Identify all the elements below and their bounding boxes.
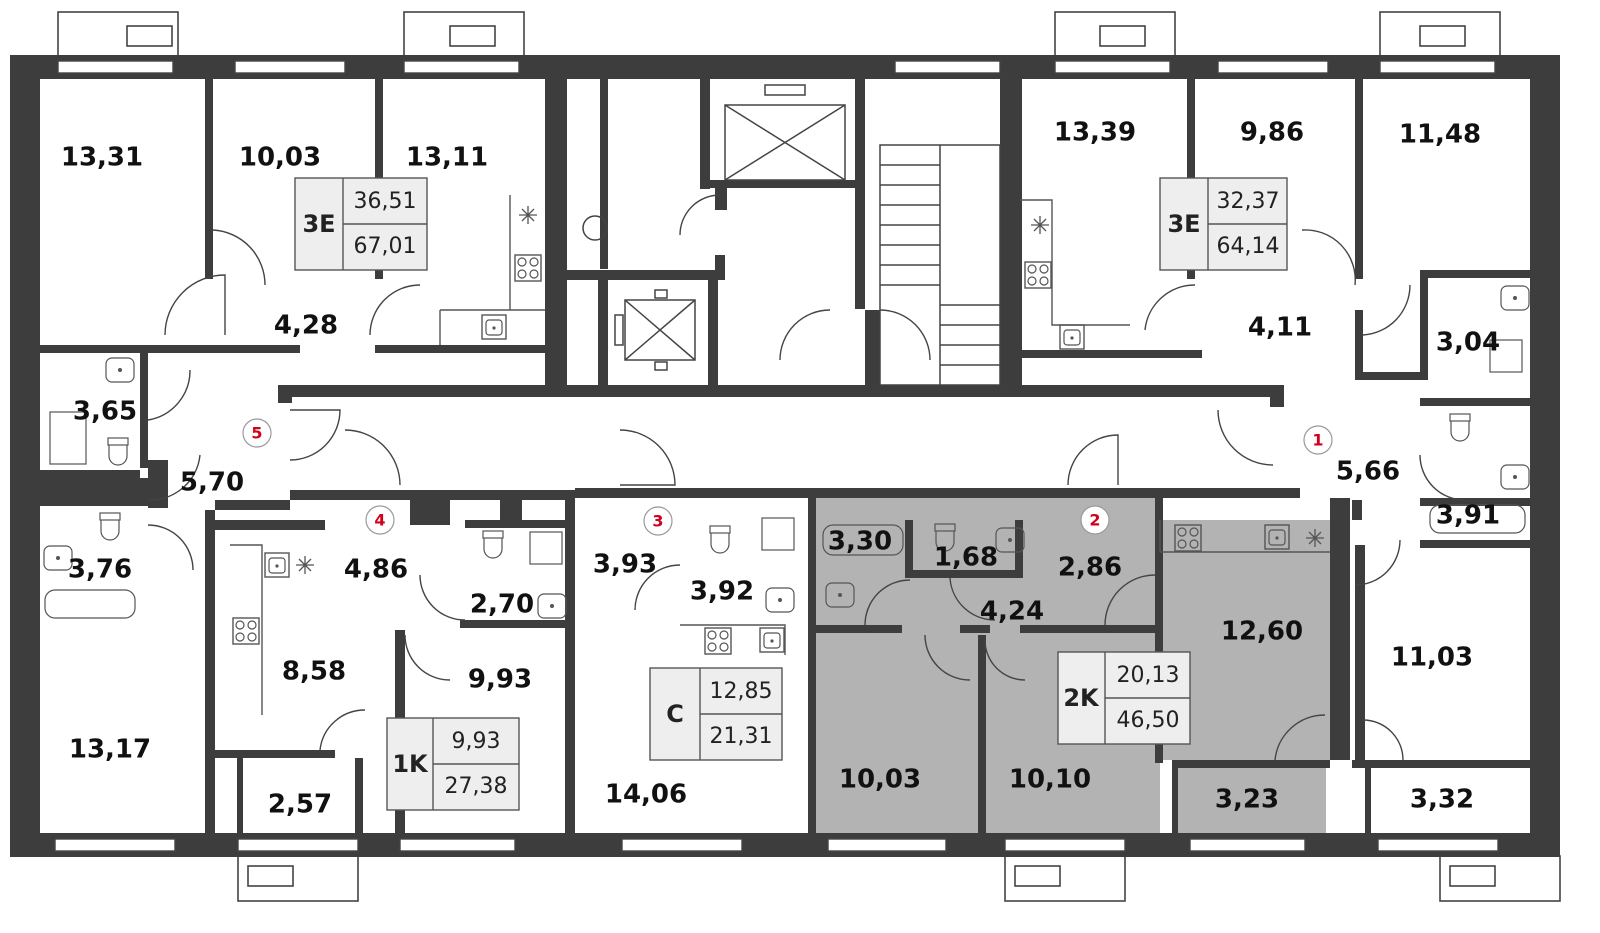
room-area: 5,66: [1336, 457, 1400, 487]
living-area: 9,93: [452, 729, 501, 754]
room-area: 2,86: [1058, 553, 1122, 583]
room-area: 4,86: [344, 555, 408, 585]
room-area: 4,28: [274, 311, 338, 341]
apartment-marker-2: 2: [1089, 511, 1100, 530]
apartment-type: 3E: [1167, 210, 1200, 238]
apartment-markers: 1 2 3 4 5: [242, 418, 1333, 536]
apartment-marker-1: 1: [1312, 431, 1323, 450]
room-area: 13,39: [1054, 118, 1136, 148]
living-area: 20,13: [1117, 663, 1180, 688]
room-area: 3,76: [68, 555, 132, 585]
room-area: 3,30: [828, 527, 892, 557]
apartment-badge-2k: 2K 20,13 46,50: [1057, 651, 1191, 745]
total-area: 67,01: [354, 234, 417, 259]
room-area: 10,03: [839, 765, 921, 795]
room-area: 5,70: [180, 468, 244, 498]
room-area: 12,60: [1221, 617, 1303, 647]
room-area: 10,03: [239, 143, 321, 173]
living-area: 12,85: [710, 679, 773, 704]
room-area: 3,92: [690, 577, 754, 607]
apartment-type: 2K: [1063, 684, 1100, 712]
room-area: 3,32: [1410, 785, 1474, 815]
elevator-shafts: [582, 84, 846, 371]
room-area: 13,17: [69, 735, 151, 765]
room-area: 4,24: [980, 597, 1044, 627]
apartment-type: C: [666, 700, 684, 728]
total-area: 64,14: [1217, 234, 1280, 259]
kitchen-counters: [230, 195, 1330, 715]
room-area: 9,86: [1240, 118, 1304, 148]
apartment-badge-3e-left: 3E 36,51 67,01: [294, 177, 428, 271]
room-area: 11,48: [1399, 120, 1481, 150]
room-area: 3,91: [1436, 501, 1500, 531]
bathroom-fixtures: [43, 285, 1530, 619]
apartment-badge-3e-right: 3E 32,37 64,14: [1159, 177, 1288, 271]
apartment-marker-4: 4: [374, 511, 385, 530]
windows: [54, 60, 1499, 852]
living-area: 36,51: [354, 189, 417, 214]
room-area: 11,03: [1391, 643, 1473, 673]
room-area: 3,65: [73, 397, 137, 427]
room-labels: 13,31 10,03 13,11 4,28 3,65 5,70 3,76 13…: [61, 118, 1500, 820]
staircase: [879, 144, 1001, 386]
room-area: 8,58: [282, 657, 346, 687]
apartment-type: 3E: [302, 210, 335, 238]
apartment-badge-1k: 1K 9,93 27,38: [386, 717, 520, 811]
room-area: 2,57: [268, 790, 332, 820]
room-area: 14,06: [605, 780, 687, 810]
living-area: 32,37: [1217, 189, 1280, 214]
interior-walls: [40, 79, 1532, 833]
room-area: 10,10: [1009, 765, 1091, 795]
room-area: 13,11: [406, 143, 488, 173]
apartment-type: 1K: [392, 750, 429, 778]
apartment-badge-c: C 12,85 21,31: [649, 667, 783, 761]
room-area: 3,04: [1436, 328, 1500, 358]
doors: [147, 194, 1466, 761]
room-area: 2,70: [470, 590, 534, 620]
room-area: 1,68: [934, 543, 998, 573]
outer-walls: [10, 55, 1560, 857]
room-area: 4,11: [1248, 313, 1312, 343]
room-area: 3,93: [593, 550, 657, 580]
room-area: 9,93: [468, 665, 532, 695]
room-area: 3,23: [1215, 785, 1279, 815]
apartment-marker-5: 5: [251, 424, 262, 443]
room-area: 13,31: [61, 143, 143, 173]
apartment-marker-3: 3: [652, 512, 663, 531]
total-area: 21,31: [710, 724, 773, 749]
total-area: 46,50: [1117, 708, 1180, 733]
total-area: 27,38: [445, 774, 508, 799]
